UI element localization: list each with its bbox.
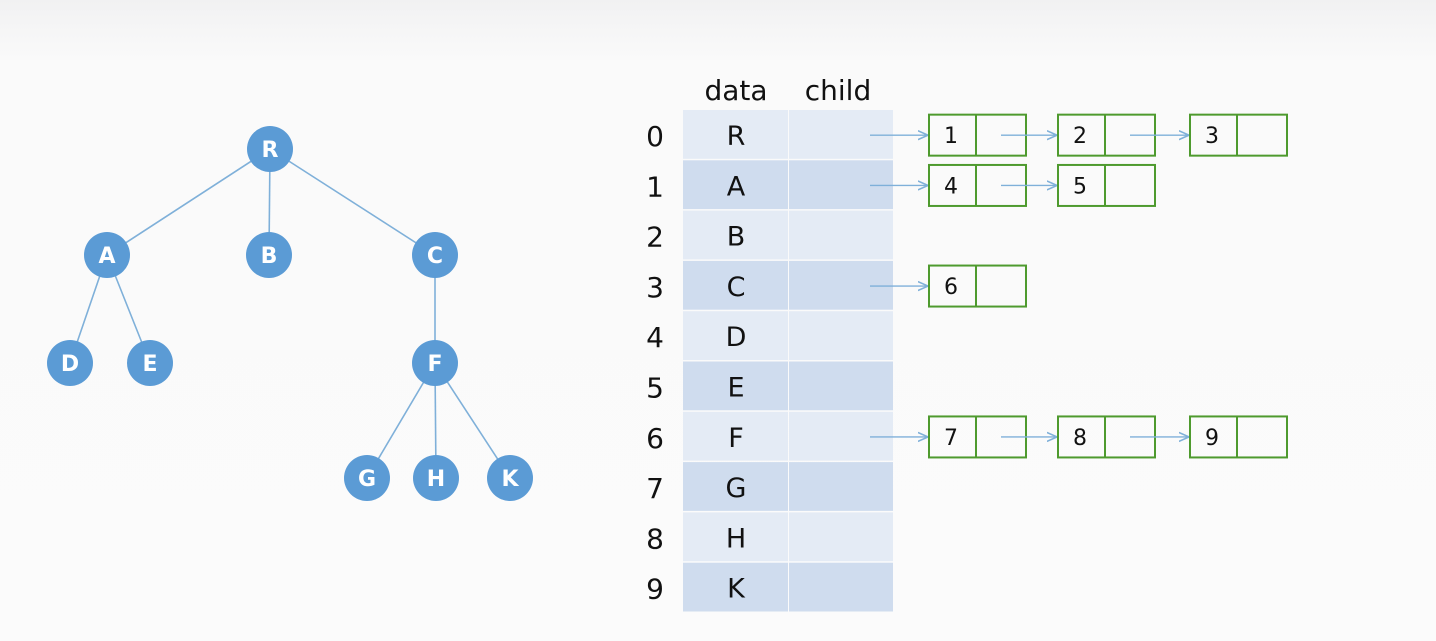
data-cell	[683, 361, 788, 411]
child-cell	[789, 562, 893, 612]
data-cell	[683, 160, 788, 210]
child-node-value: 8	[1073, 426, 1087, 451]
child-cell	[789, 512, 893, 562]
row-index: 3	[646, 271, 664, 304]
child-node-value: 7	[944, 426, 958, 451]
tree-node-label: F	[427, 352, 442, 377]
tree-node-B: B	[246, 232, 292, 278]
tree-edges	[69, 148, 511, 479]
tree-edge-R-C	[269, 148, 436, 256]
child-cell	[789, 411, 893, 461]
child-cell	[789, 160, 893, 210]
row-index: 5	[646, 372, 664, 405]
child-cell	[789, 260, 893, 310]
child-node-value: 2	[1073, 124, 1087, 149]
child-cell	[789, 311, 893, 360]
data-cell	[683, 260, 788, 310]
row-index: 1	[646, 170, 664, 203]
row-data: G	[726, 473, 747, 504]
child-cell	[789, 110, 893, 159]
tree-node-G: G	[344, 455, 390, 501]
data-cell	[683, 512, 788, 562]
child-lists: 1 2 3 4 5 6 7 8 9	[870, 113, 1288, 459]
child-node-value: 1	[944, 124, 958, 149]
tree-node-label: A	[98, 244, 115, 269]
row-index: 4	[646, 321, 664, 354]
child-node-box: 3	[1189, 113, 1288, 157]
row-index: 6	[646, 422, 664, 455]
data-cell	[683, 110, 788, 159]
data-cell	[683, 210, 788, 260]
tree-node-label: B	[261, 244, 278, 269]
child-node-value: 5	[1073, 174, 1087, 199]
child-node-value: 4	[944, 174, 958, 199]
row-data: B	[727, 222, 746, 253]
data-cell	[683, 311, 788, 360]
tree-node-H: H	[413, 455, 459, 501]
header-child: child	[805, 74, 871, 107]
tree-node-D: D	[47, 340, 93, 386]
row-data: H	[726, 523, 746, 554]
tree-node-label: D	[61, 352, 79, 377]
child-cell	[789, 361, 893, 411]
tree-node-C: C	[412, 232, 458, 278]
row-data: R	[727, 121, 746, 152]
child-node-value: 3	[1205, 124, 1219, 149]
child-node-value: 6	[944, 275, 958, 300]
child-node-box: 9	[1189, 415, 1288, 459]
child-cell	[789, 462, 893, 511]
data-cell	[683, 462, 788, 511]
row-index: 9	[646, 573, 664, 606]
data-cell	[683, 411, 788, 461]
tree-node-label: R	[262, 138, 279, 163]
header-data: data	[704, 74, 767, 107]
tree-nodes: R A B C D E F G H K	[47, 126, 533, 501]
child-node-box: 1	[928, 113, 1027, 157]
child-cell	[789, 210, 893, 260]
tree-node-A: A	[84, 232, 130, 278]
row-data: C	[727, 272, 746, 303]
row-data: F	[728, 423, 744, 454]
row-data: A	[727, 171, 746, 202]
row-index: 8	[646, 522, 664, 555]
tree-node-E: E	[127, 340, 173, 386]
tree-node-label: C	[427, 244, 443, 269]
child-node-value: 9	[1205, 426, 1219, 451]
row-data: K	[727, 574, 746, 605]
tree-node-F: F	[412, 340, 458, 386]
row-index: 0	[646, 120, 664, 153]
child-node-box: 5	[1057, 163, 1156, 207]
tree-node-R: R	[247, 126, 293, 172]
row-data: D	[726, 322, 747, 353]
row-index: 7	[646, 472, 664, 505]
data-cell	[683, 562, 788, 612]
tree-node-label: H	[427, 467, 445, 492]
row-index: 2	[646, 221, 664, 254]
tree-node-label: E	[142, 352, 157, 377]
tree-node-K: K	[487, 455, 533, 501]
tree-edge-R-A	[106, 148, 271, 256]
tree-node-label: G	[358, 467, 376, 492]
child-node-box: 7	[928, 415, 1027, 459]
tree-node-label: K	[501, 467, 519, 492]
row-data: E	[727, 373, 744, 404]
child-node-box: 6	[928, 264, 1027, 308]
